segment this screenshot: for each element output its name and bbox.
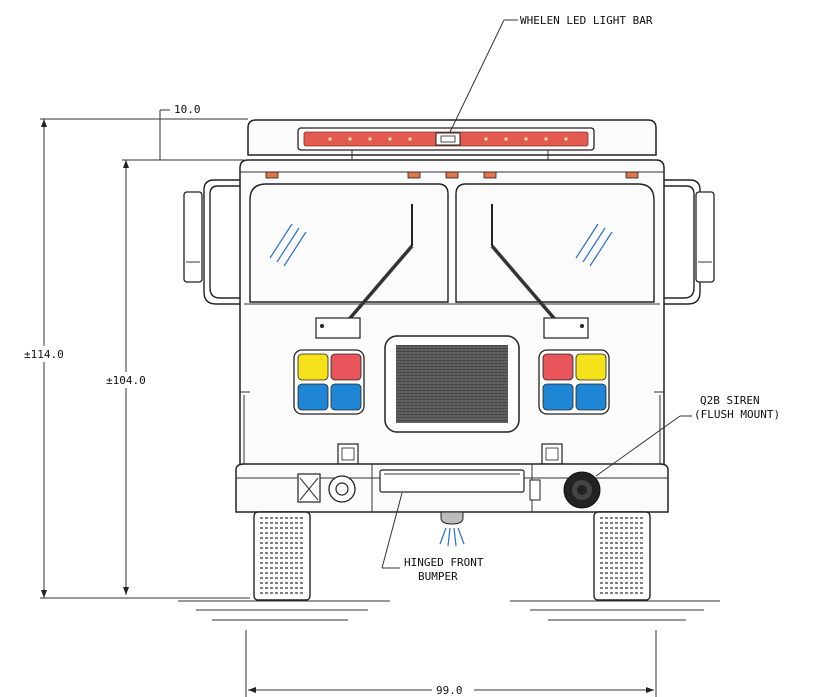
dimension-label-114: ±114.0 — [24, 348, 64, 361]
callout-siren — [595, 415, 692, 477]
right-tire — [593, 511, 651, 601]
dimension-label-104: ±104.0 — [106, 374, 146, 387]
right-mirror — [664, 179, 715, 305]
left-mirror — [183, 179, 240, 305]
callout-label-bumper-line1: HINGED FRONT — [404, 556, 484, 569]
windshield — [244, 183, 660, 305]
dimension-label-10: 10.0 — [174, 103, 201, 116]
tow-brackets — [337, 443, 563, 465]
ground-lines — [178, 600, 720, 621]
windshield-wipers — [315, 204, 589, 339]
callout-label-bumper-line2: BUMPER — [418, 570, 458, 583]
dimension-top-offset — [159, 109, 170, 160]
left-tire — [253, 511, 311, 601]
left-warning-light-cluster — [293, 349, 365, 415]
right-warning-light-cluster — [538, 349, 610, 415]
front-bumper — [235, 463, 669, 513]
q2b-siren — [563, 471, 601, 509]
dimension-overall-height — [22, 118, 250, 599]
dimension-label-99: 99.0 — [436, 684, 463, 697]
callout-label-siren-line1: Q2B SIREN — [700, 394, 760, 407]
callout-bumper — [381, 492, 403, 569]
dimension-body-height — [104, 159, 244, 595]
whelen-led-light-bar — [297, 127, 595, 160]
under-bumper-scene-light — [439, 511, 465, 547]
front-grille — [384, 335, 520, 433]
callout-label-siren-line2: (FLUSH MOUNT) — [694, 408, 780, 421]
cab-marker-lights — [265, 171, 639, 179]
callout-light-bar — [449, 19, 518, 133]
callout-label-light-bar: WHELEN LED LIGHT BAR — [520, 14, 653, 27]
dimension-overall-width — [245, 630, 657, 697]
